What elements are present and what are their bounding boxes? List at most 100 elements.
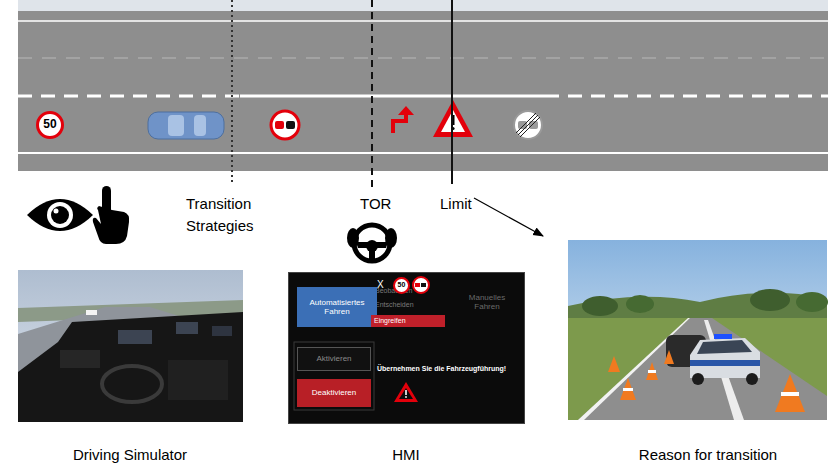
- deactivate-button: Deaktivieren: [297, 379, 371, 407]
- transition-reason-photo: [568, 240, 827, 420]
- end-of-restriction-sign: [514, 111, 542, 139]
- road: [18, 0, 828, 11]
- leader-arrow: [474, 198, 543, 236]
- speed-limit-icon: 50: [393, 277, 410, 294]
- end-of-restriction-sign: [516, 113, 536, 133]
- transition-reason-photo: [690, 338, 760, 378]
- transition-reason-photo: [796, 292, 828, 312]
- eye-icon: [27, 199, 93, 231]
- node-text: Aktivieren: [316, 354, 351, 363]
- transition-reason-photo: [775, 374, 805, 412]
- hmi-warning-icon: [405, 390, 407, 395]
- hmi-warning-icon: [399, 388, 413, 399]
- steering-wheel-icon: [347, 225, 397, 261]
- hmi-panel-outline: [294, 342, 374, 410]
- road: [18, 20, 828, 22]
- hmi-warning-icon: [394, 382, 418, 402]
- touch-icon: [93, 206, 129, 244]
- driving-simulator-photo: [18, 312, 243, 422]
- level-text: Entscheiden: [375, 301, 414, 309]
- caption-label: HMI: [366, 444, 446, 466]
- transition-reason-photo: [746, 373, 758, 385]
- blue-car: [148, 112, 224, 139]
- end-of-restriction-sign: [514, 111, 542, 139]
- transition-reason-photo: [646, 362, 658, 380]
- hmi-warning-icon: [394, 382, 418, 402]
- speed-limit-sign: 50: [36, 111, 64, 139]
- caption-label: Reason for transition: [618, 444, 798, 466]
- steering-wheel-icon: [356, 242, 388, 248]
- mode-text: Manuelles Fahren: [459, 293, 515, 311]
- steering-wheel-icon: [347, 228, 359, 248]
- end-of-restriction-sign: [520, 117, 540, 137]
- timeline-markers: [451, 0, 453, 184]
- node-text: Automatisiertes Fahren: [297, 298, 377, 316]
- hmi-no-overtaking-icon: [415, 283, 420, 287]
- transition-reason-photo: [578, 318, 827, 420]
- caption-label: Driving Simulator: [40, 444, 220, 466]
- no-overtaking-sign: [275, 121, 284, 129]
- no-overtaking-sign: [286, 121, 295, 129]
- steering-wheel-icon: [385, 228, 397, 248]
- road: [18, 11, 828, 171]
- transition-reason-photo: [648, 370, 656, 373]
- hmi-no-overtaking-icon: [413, 277, 429, 293]
- transition-reason-photo: [623, 388, 633, 391]
- node-text: 50: [398, 281, 406, 289]
- eye-icon: [27, 199, 93, 231]
- hmi-panel-outline: [294, 342, 374, 410]
- timeline-markers: [371, 0, 373, 188]
- road: [240, 95, 545, 98]
- transition-reason-photo: [690, 360, 760, 366]
- driving-simulator-photo: [168, 360, 228, 400]
- mode-button: Automatisiertes Fahren: [297, 287, 377, 327]
- turn-arrow: [391, 106, 414, 133]
- touch-icon: [93, 186, 129, 244]
- driving-simulator-photo: [18, 270, 243, 422]
- steering-wheel-icon: [354, 225, 390, 261]
- driving-simulator-photo: [176, 322, 198, 334]
- transition-reason-photo: [714, 334, 732, 339]
- hmi-no-overtaking-icon: [421, 283, 426, 287]
- transition-reason-photo: [750, 289, 790, 311]
- hmi-screen: XBeobachtenEntscheidenManuelles FahrenÜb…: [288, 272, 525, 424]
- transition-reason-photo: [692, 373, 704, 385]
- transition-reason-photo: [568, 318, 827, 420]
- driving-simulator-photo: [102, 366, 162, 402]
- transition-reason-photo: [582, 296, 618, 316]
- eye-icon: [47, 202, 73, 228]
- hmi-warning-icon: [405, 396, 407, 398]
- takeover-request: Übernehmen Sie die Fahrzeugführung!: [377, 365, 506, 373]
- no-overtaking-sign: [271, 111, 299, 139]
- leader-arrow: [474, 198, 543, 236]
- end-of-restriction-sign: [518, 115, 538, 135]
- node-text: Eingreifen: [374, 317, 406, 325]
- road: [545, 95, 828, 98]
- driving-simulator-photo: [212, 326, 232, 336]
- hmi-no-overtaking-icon: [413, 277, 429, 293]
- blue-car: [194, 115, 206, 136]
- road: [18, 95, 240, 98]
- timeline-markers: [232, 0, 452, 188]
- activate-button: Aktivieren: [297, 347, 371, 371]
- steering-wheel-icon: [369, 248, 375, 260]
- phase-label: Transition Strategies: [186, 193, 281, 237]
- driving-simulator-photo: [18, 270, 243, 422]
- transition-reason-photo: [626, 295, 654, 313]
- blue-car: [168, 115, 184, 136]
- level-bar: Eingreifen: [371, 315, 445, 327]
- transition-reason-photo: [697, 340, 752, 354]
- eye-icon: [54, 209, 59, 214]
- driving-simulator-photo: [118, 330, 152, 344]
- road: [18, 58, 828, 59]
- transition-reason-photo: [578, 318, 690, 420]
- phase-label: Limit: [440, 193, 480, 215]
- driving-simulator-photo: [18, 307, 243, 422]
- road: [18, 0, 828, 171]
- turn-arrow: [391, 106, 414, 133]
- transition-reason-photo: [620, 378, 636, 400]
- eye-icon: [51, 206, 69, 224]
- transition-reason-photo: [608, 356, 620, 372]
